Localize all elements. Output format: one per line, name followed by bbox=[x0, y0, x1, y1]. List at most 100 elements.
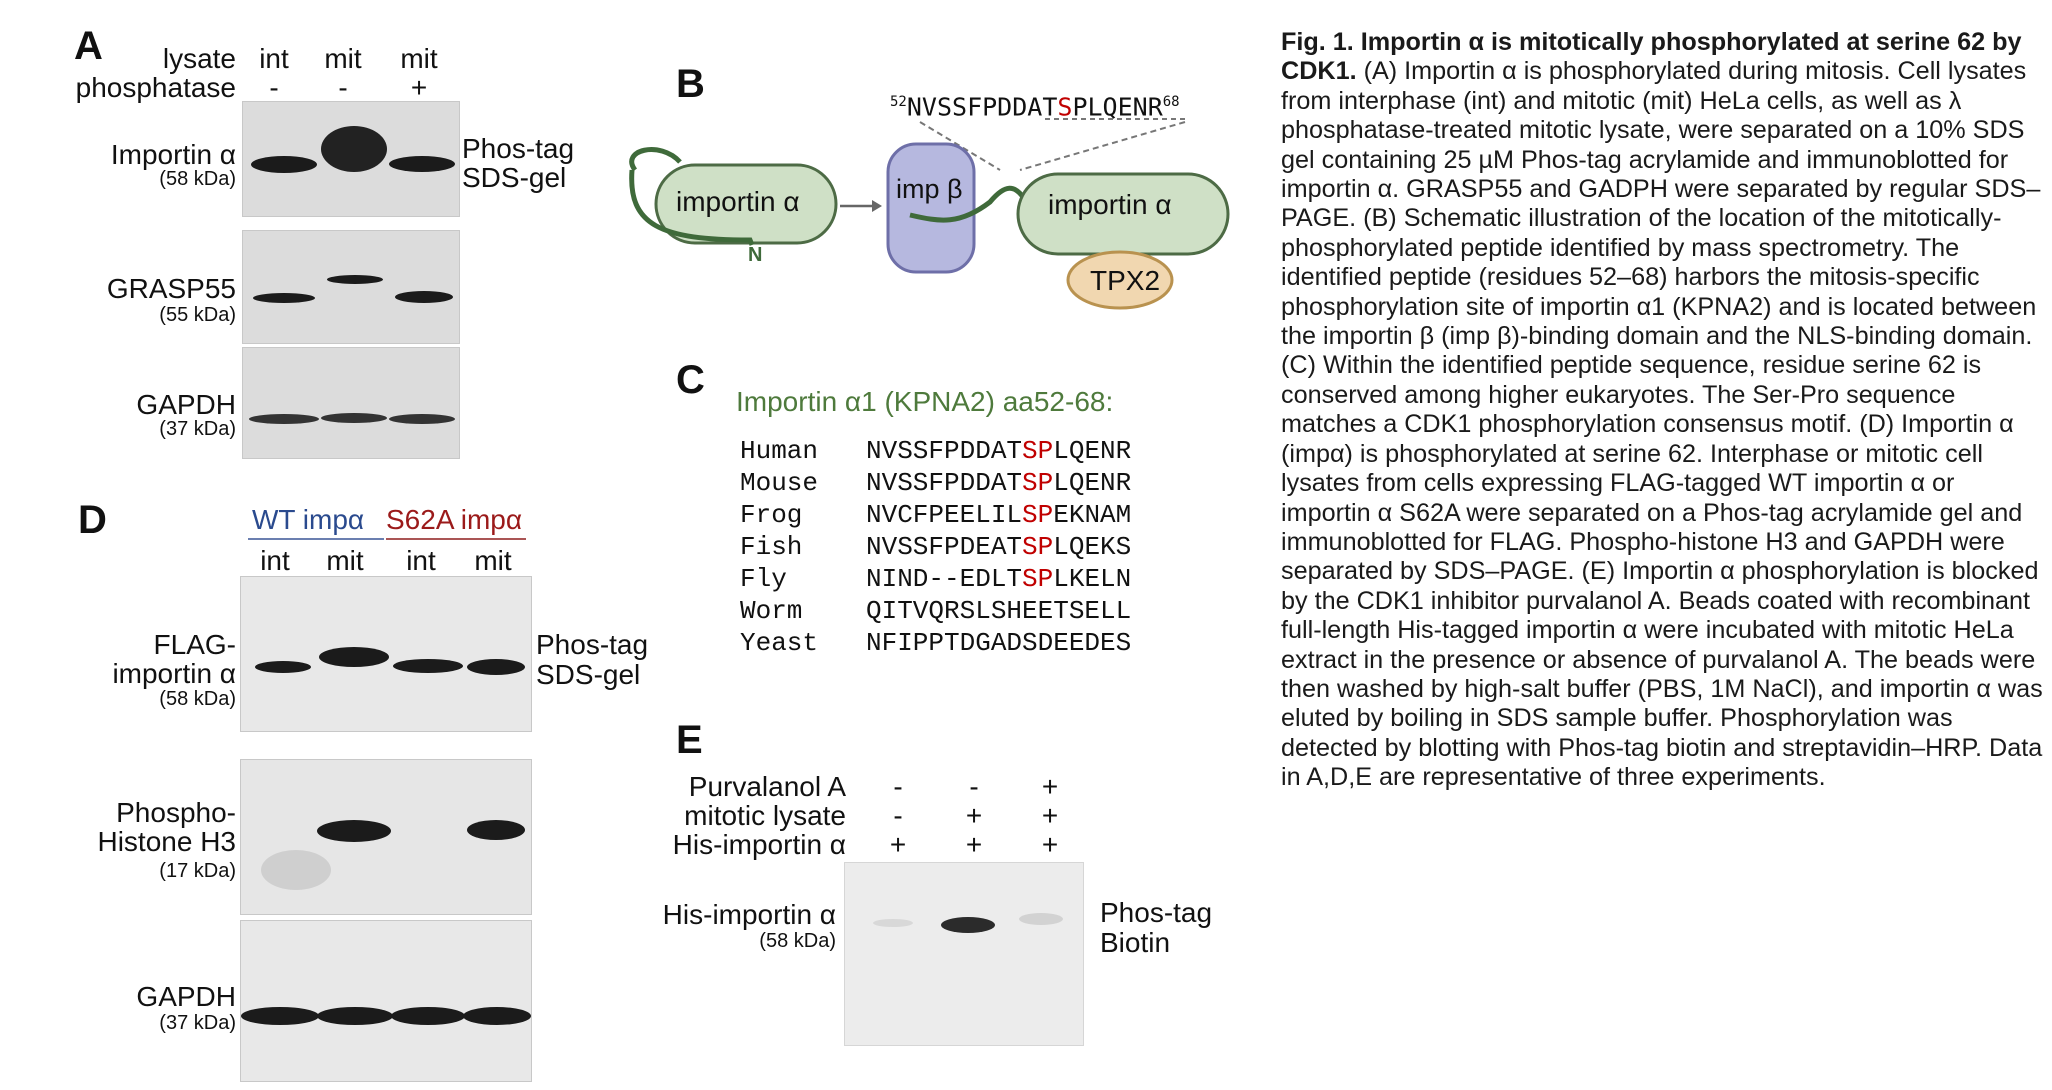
blot-a3-kda: (37 kDa) bbox=[159, 418, 236, 440]
his-importin-row-label: His-importin α bbox=[672, 829, 846, 860]
sign-e-1-3: + bbox=[1041, 771, 1059, 802]
lane-d-4: mit bbox=[474, 545, 512, 576]
blot-a1-side-2: SDS-gel bbox=[462, 162, 567, 193]
blot-a1-side-1: Phos-tag bbox=[462, 133, 575, 164]
imp-beta-label: imp β bbox=[896, 174, 963, 204]
importin-schematic bbox=[629, 118, 1230, 310]
blot-e-kda: (58 kDa) bbox=[759, 930, 836, 952]
sign-e-2-1: - bbox=[893, 800, 903, 831]
sign-e-2-2: + bbox=[965, 800, 983, 831]
imp-beta-strand bbox=[909, 185, 1028, 223]
arrow-head bbox=[872, 200, 882, 212]
tpx2-label: TPX2 bbox=[1090, 265, 1161, 296]
blot-d2-name-1: Phospho- bbox=[116, 797, 236, 828]
group-wt-label: WT impα bbox=[252, 504, 365, 535]
blot-a1-name: Importin α bbox=[110, 139, 236, 170]
blot-e-side-2: Biotin bbox=[1100, 927, 1171, 958]
sequence-post: EKNAM bbox=[1053, 500, 1132, 530]
left-importin-alpha-shape bbox=[654, 163, 838, 245]
caption-body: (A) Importin α is phosphorylated during … bbox=[1281, 57, 2043, 792]
sequence-post: LQENR bbox=[1053, 436, 1132, 466]
peptide-pre: NVSSFPDDAT bbox=[906, 92, 1058, 122]
species-label: Human bbox=[740, 436, 819, 466]
sequence-site: SP bbox=[1022, 564, 1054, 594]
sequence-text: NVSSFPDEATSPLQEKS bbox=[866, 532, 1131, 562]
left-tail bbox=[629, 147, 682, 172]
treat-a-2: - bbox=[338, 72, 348, 103]
band bbox=[389, 414, 455, 424]
sequence-text: NVSSFPDDATSPLQENR bbox=[866, 468, 1131, 498]
blot-d2 bbox=[240, 759, 532, 915]
band bbox=[941, 917, 995, 933]
species-label: Mouse bbox=[740, 468, 819, 498]
blot-e-side-1: Phos-tag bbox=[1100, 897, 1213, 928]
sequence-text: QITVQRSLSHEETSELL bbox=[866, 596, 1131, 626]
sign-e-3-1: + bbox=[889, 829, 907, 860]
lane-a-2: mit bbox=[324, 43, 362, 74]
right-domain-label: importin α bbox=[1048, 189, 1172, 220]
caption-title: Fig. 1. Importin α is mitotically phosph… bbox=[1281, 28, 2022, 86]
sign-e-1-1: - bbox=[893, 771, 903, 802]
peptide-start: 52 bbox=[890, 94, 907, 110]
blot-d3-name: GAPDH bbox=[136, 981, 236, 1012]
dashed-line-right bbox=[1019, 121, 1186, 171]
sequence-site: SP bbox=[1022, 468, 1054, 498]
lane-d-1: int bbox=[260, 545, 290, 576]
figure-caption: Fig. 1. Importin α is mitotically phosph… bbox=[1281, 28, 2046, 793]
band bbox=[391, 1007, 465, 1025]
lane-d-3: int bbox=[406, 545, 436, 576]
sequence-pre: QITVQRSLSHEETSELL bbox=[866, 596, 1132, 626]
band bbox=[467, 659, 525, 675]
sequence-pre: NVSSFPDEAT bbox=[866, 532, 1023, 562]
species-label: Frog bbox=[740, 500, 803, 530]
sequence-site: SP bbox=[1022, 532, 1054, 562]
band bbox=[467, 820, 525, 840]
blot-a2-kda: (55 kDa) bbox=[159, 304, 236, 326]
sequence-pre: NVCFPEELIL bbox=[866, 500, 1023, 530]
mitotic-lysate-label: mitotic lysate bbox=[684, 800, 846, 831]
blot-d2-name-2: Histone H3 bbox=[97, 826, 236, 857]
sign-e-3-2: + bbox=[965, 829, 983, 860]
band bbox=[251, 156, 317, 173]
sequence-site: SP bbox=[1022, 436, 1054, 466]
blot-a1-kda: (58 kDa) bbox=[159, 168, 236, 190]
panel-c-letter: C bbox=[676, 358, 705, 402]
phosphatase-label: phosphatase bbox=[75, 72, 236, 103]
band bbox=[463, 1007, 531, 1025]
lane-d-2: mit bbox=[326, 545, 364, 576]
blot-d1-side-2: SDS-gel bbox=[536, 659, 641, 690]
band bbox=[249, 414, 319, 424]
lysate-label: lysate bbox=[162, 43, 236, 74]
band bbox=[389, 156, 455, 172]
sequence-post: LQEKS bbox=[1053, 532, 1132, 562]
peptide-post: PLQENR bbox=[1072, 92, 1163, 122]
dashed-line-left bbox=[919, 121, 1001, 171]
band bbox=[317, 820, 391, 842]
sign-e-3-3: + bbox=[1041, 829, 1059, 860]
group-mut-line bbox=[386, 538, 526, 540]
sequence-pre: NVSSFPDDAT bbox=[866, 468, 1023, 498]
group-wt-line bbox=[248, 538, 384, 540]
n-terminus-label: N bbox=[748, 244, 763, 266]
alignment-title: Importin α1 (KPNA2) aa52-68: bbox=[736, 386, 1114, 417]
blot-e bbox=[844, 862, 1084, 1046]
blot-d1-side-1: Phos-tag bbox=[536, 629, 649, 660]
panel-a-letter: A bbox=[74, 24, 103, 68]
peptide-site: S bbox=[1057, 92, 1073, 122]
lane-a-3: mit bbox=[400, 43, 438, 74]
blot-a1 bbox=[242, 101, 460, 217]
band bbox=[253, 293, 315, 303]
blot-d1-kda: (58 kDa) bbox=[159, 688, 236, 710]
species-label: Worm bbox=[740, 596, 803, 626]
faint-band bbox=[873, 919, 913, 927]
smear bbox=[261, 850, 331, 890]
peptide-sequence: 52NVSSFPDDATSPLQENR68 bbox=[890, 88, 1180, 121]
band bbox=[393, 659, 463, 673]
sequence-text: NIND--EDLTSPLKELN bbox=[866, 564, 1131, 594]
faint-band bbox=[1019, 913, 1063, 925]
blot-d2-kda: (17 kDa) bbox=[159, 860, 236, 882]
peptide-end: 68 bbox=[1162, 94, 1180, 110]
band bbox=[319, 647, 389, 667]
sequence-pre: NFIPPTDGADSDEEDES bbox=[866, 628, 1132, 658]
blot-a2-name: GRASP55 bbox=[106, 273, 236, 304]
